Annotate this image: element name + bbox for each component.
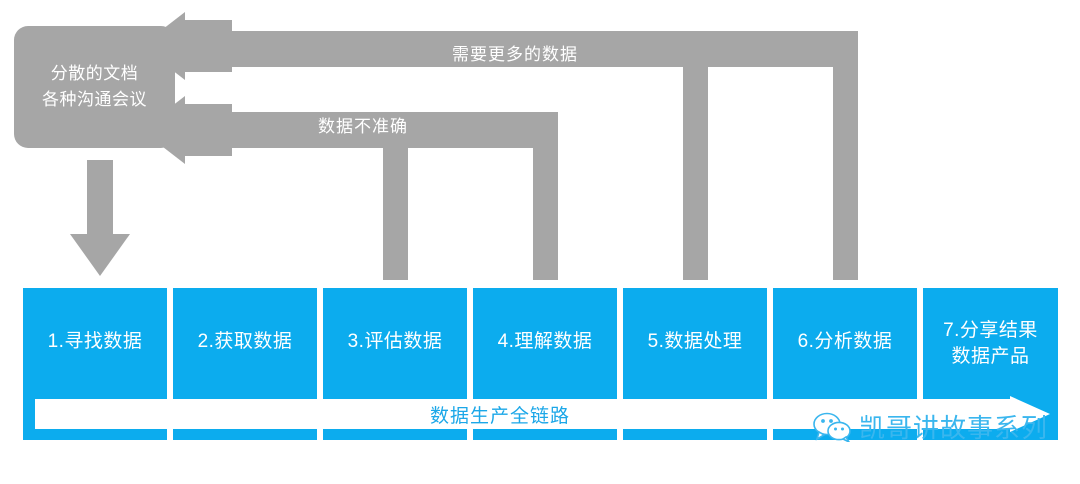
feedback-label-need-more-data: 需要更多的数据 xyxy=(452,45,578,64)
feedback-label-inaccurate-data: 数据不准确 xyxy=(318,117,408,136)
pipeline-arrow-label: 数据生产全链路 xyxy=(429,405,570,427)
down-arrow-icon xyxy=(70,160,130,276)
source-box-line-2: 各种沟通会议 xyxy=(42,90,147,109)
source-box[interactable]: 分散的文档 各种沟通会议 xyxy=(14,26,175,148)
full-pipeline-arrow xyxy=(35,396,1050,432)
source-box-line-1: 分散的文档 xyxy=(50,63,139,83)
